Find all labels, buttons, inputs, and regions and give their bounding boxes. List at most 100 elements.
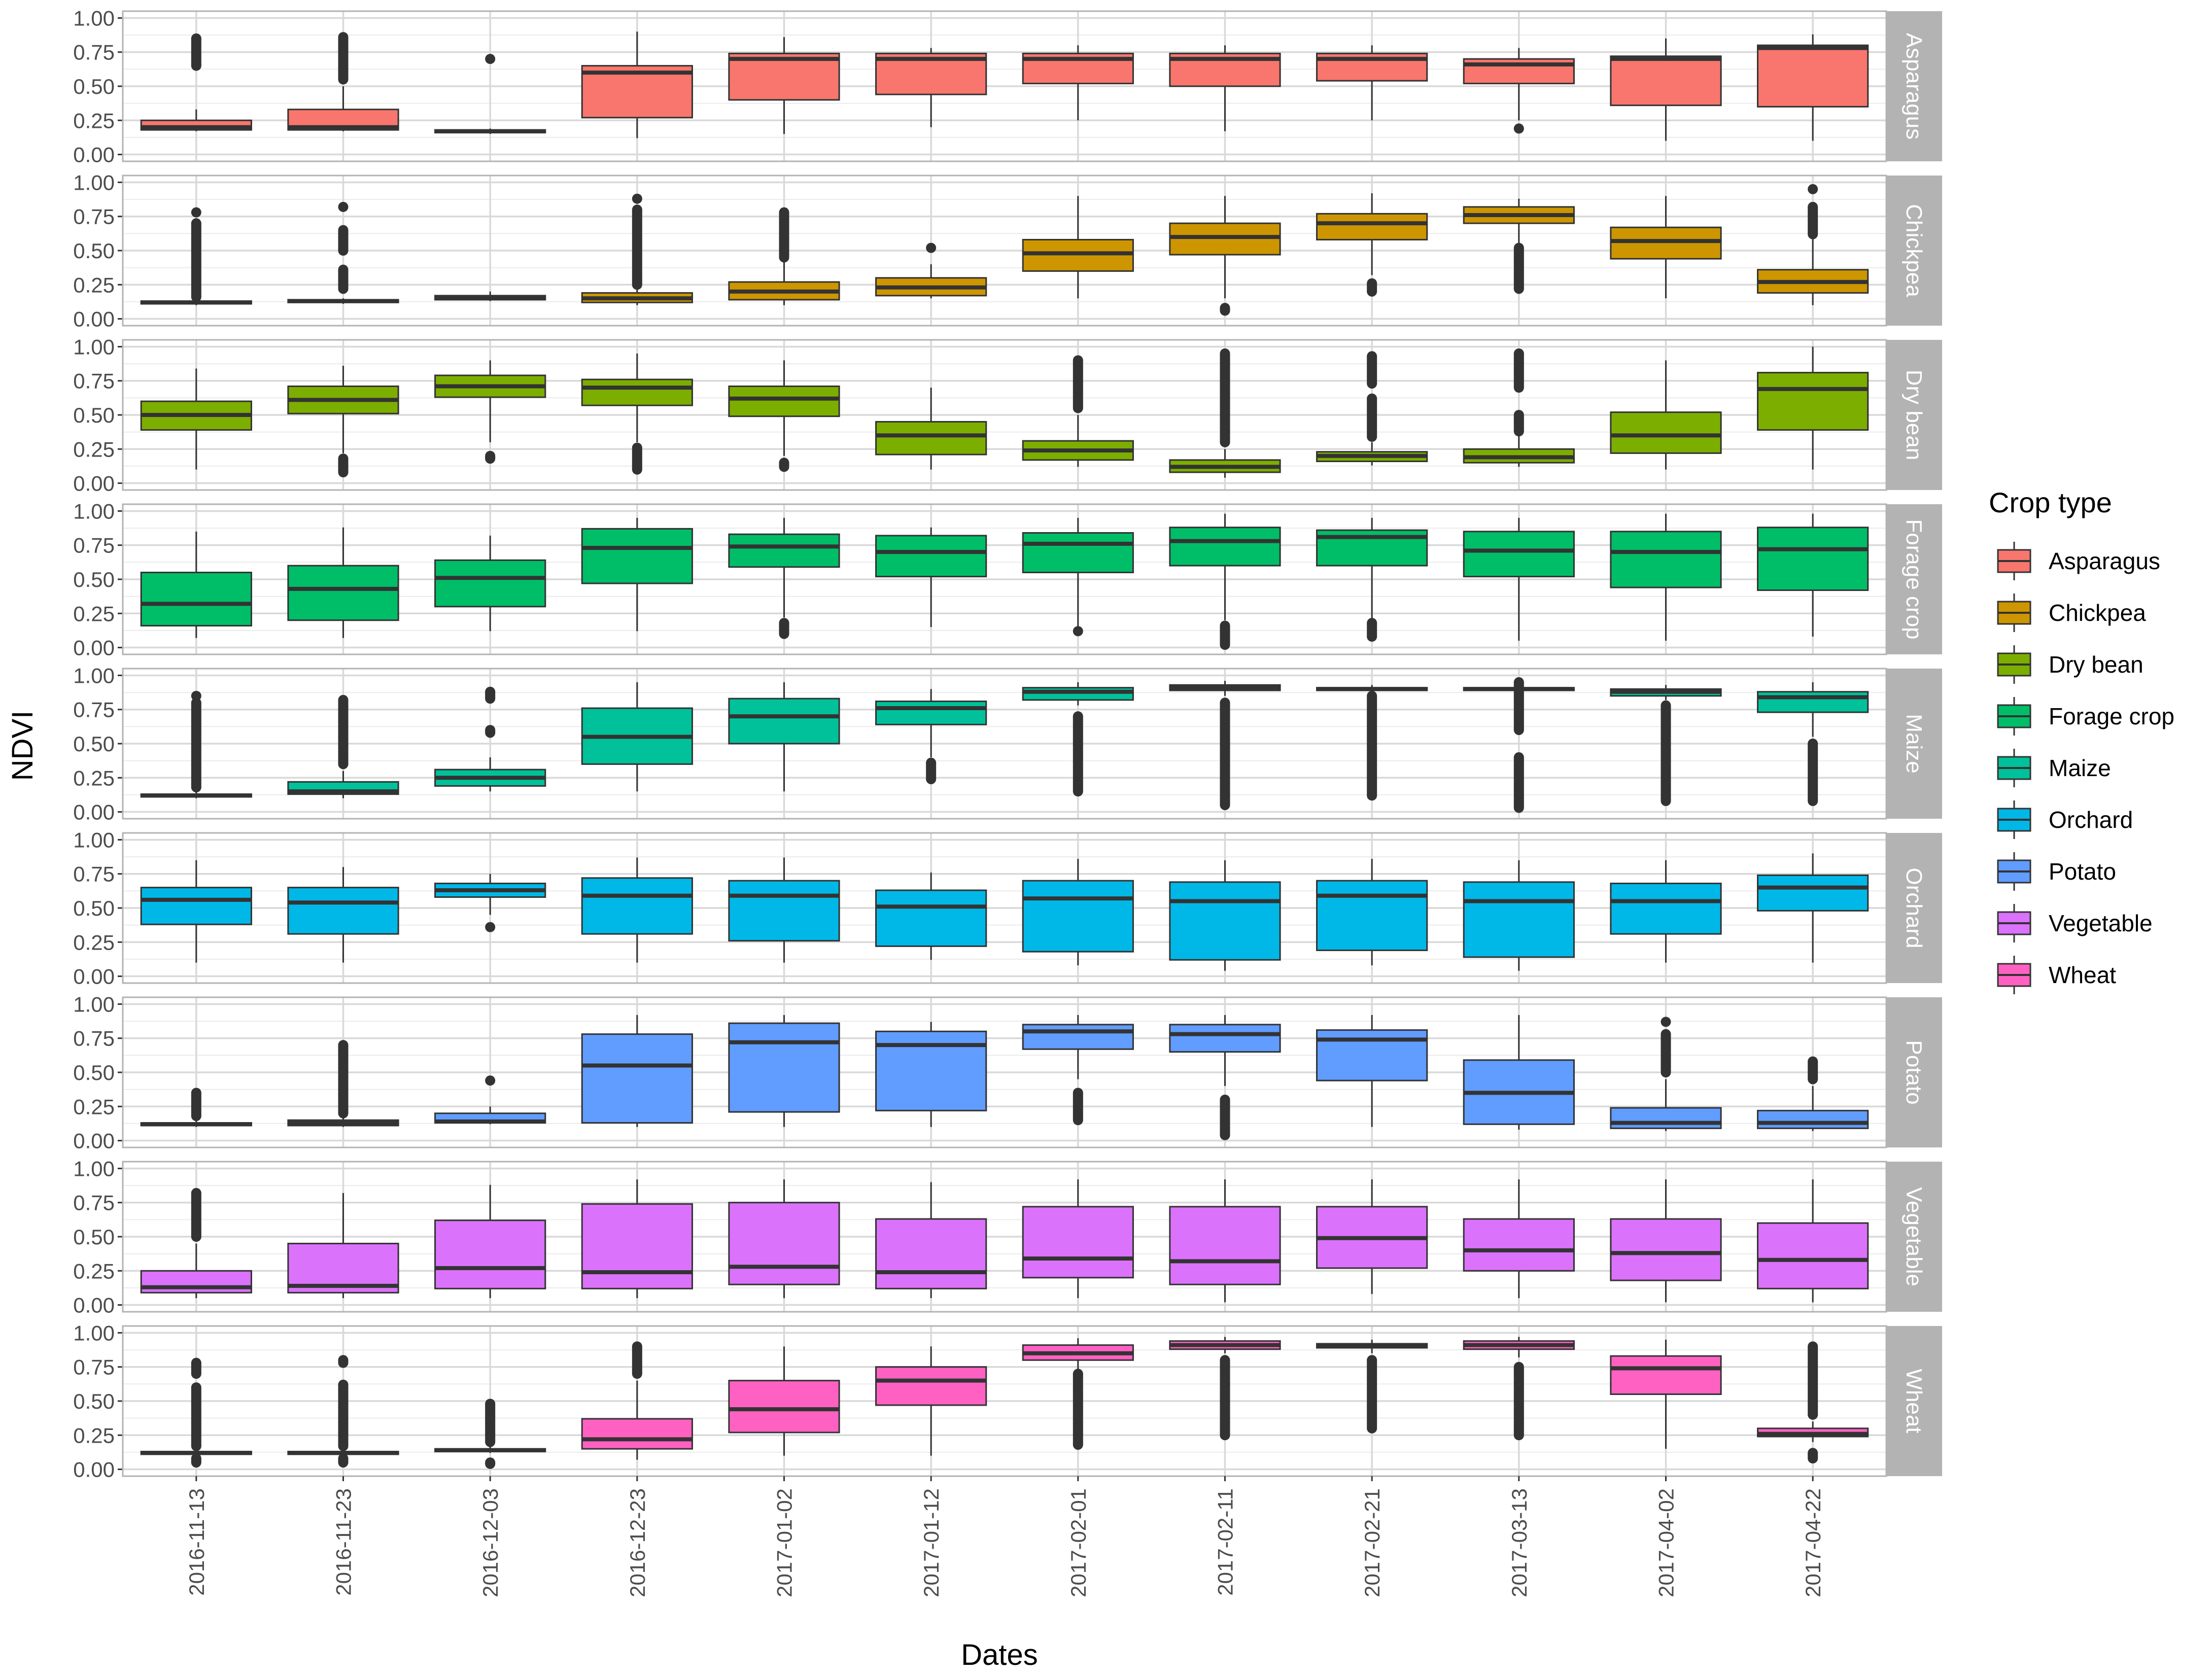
facet-strip <box>1886 669 1942 819</box>
outlier-point <box>338 32 349 43</box>
facet-panels: 0.000.250.500.751.00Asparagus0.000.250.5… <box>73 6 1942 1482</box>
box-iqr <box>1022 1206 1134 1279</box>
box-wheat-2017-04-22 <box>1757 1341 1869 1464</box>
box-iqr <box>434 1219 546 1289</box>
outlier-point <box>191 1453 201 1464</box>
box-forage-crop-2017-02-11 <box>1169 513 1281 650</box>
box-iqr <box>728 880 840 942</box>
outlier-point <box>1367 393 1377 404</box>
box-asparagus-2017-01-02 <box>728 37 840 134</box>
outlier-point <box>1073 711 1083 722</box>
box-iqr <box>287 565 399 621</box>
facet-strip <box>1886 833 1942 983</box>
box-iqr <box>1169 881 1281 961</box>
box-vegetable-2017-02-01 <box>1022 1179 1134 1299</box>
box-vegetable-2017-04-22 <box>1757 1179 1869 1303</box>
box-maize-2017-03-13 <box>1463 677 1575 813</box>
box-asparagus-2017-03-13 <box>1463 48 1575 134</box>
y-tick-label: 0.75 <box>73 862 115 886</box>
legend-item-vegetable: Vegetable <box>1997 904 2153 942</box>
box-chickpea-2017-02-01 <box>1022 196 1134 299</box>
box-potato-2017-04-02 <box>1610 1017 1722 1131</box>
box-dry-bean-2017-03-13 <box>1463 348 1575 467</box>
outlier-point <box>1513 752 1524 762</box>
x-tick-label: 2017-02-11 <box>1214 1488 1237 1596</box>
box-wheat-2016-11-13 <box>140 1357 252 1468</box>
outlier-point <box>632 193 642 204</box>
box-vegetable-2016-12-23 <box>581 1179 693 1299</box>
outlier-point <box>1073 355 1083 366</box>
box-iqr <box>1169 222 1281 256</box>
facet-strip-label: Vegetable <box>1902 1187 1926 1286</box>
box-iqr <box>1610 226 1722 260</box>
outlier-point <box>1220 1094 1230 1105</box>
y-tick-label: 0.00 <box>73 1129 115 1153</box>
y-tick-label: 0.50 <box>73 1061 115 1085</box>
outlier-point <box>338 1355 349 1366</box>
legend-label: Maize <box>2049 755 2111 781</box>
box-iqr <box>1757 874 1869 912</box>
x-tick-label: 2017-02-21 <box>1360 1488 1384 1597</box>
box-dry-bean-2017-02-21 <box>1316 351 1428 466</box>
legend-item-dry-bean: Dry bean <box>1997 645 2144 684</box>
box-iqr <box>1022 880 1134 953</box>
facet-strip <box>1886 11 1942 161</box>
box-iqr <box>1757 44 1869 108</box>
y-tick-label: 0.75 <box>73 534 115 557</box>
outlier-point <box>1513 348 1524 359</box>
box-iqr <box>875 421 987 456</box>
outlier-point <box>1220 303 1230 313</box>
y-tick-label: 0.50 <box>73 1389 115 1413</box>
box-iqr <box>1463 531 1575 578</box>
y-tick-label: 0.50 <box>73 403 115 427</box>
box-wheat-2017-02-11 <box>1169 1337 1281 1441</box>
outlier-point <box>632 442 642 453</box>
facet-strip-label: Asparagus <box>1902 33 1926 139</box>
box-iqr <box>140 572 252 626</box>
y-tick-label: 0.00 <box>73 800 115 824</box>
box-chickpea-2017-03-13 <box>1463 198 1575 294</box>
box-iqr <box>1463 881 1575 958</box>
box-forage-crop-2017-02-21 <box>1316 517 1428 642</box>
y-tick-label: 0.25 <box>73 1423 115 1447</box>
outlier-point <box>1808 201 1818 212</box>
facet-strip <box>1886 340 1942 490</box>
outlier-point <box>1513 410 1524 420</box>
facet-strip-label: Maize <box>1902 714 1926 773</box>
box-chickpea-2017-01-12 <box>875 242 987 299</box>
y-tick-label: 0.00 <box>73 1458 115 1482</box>
y-tick-label: 0.75 <box>73 1027 115 1051</box>
box-iqr <box>581 1033 693 1124</box>
outlier-point <box>191 1357 201 1368</box>
outlier-point <box>1367 618 1377 628</box>
box-chickpea-2017-04-22 <box>1757 184 1869 305</box>
box-wheat-2017-02-01 <box>1022 1338 1134 1450</box>
legend-label: Vegetable <box>2049 910 2153 936</box>
box-wheat-2016-12-23 <box>581 1341 693 1460</box>
box-iqr <box>581 1203 693 1289</box>
box-asparagus-2016-12-23 <box>581 31 693 138</box>
box-iqr <box>1610 883 1722 935</box>
outlier-point <box>1808 184 1818 194</box>
box-dry-bean-2016-12-03 <box>434 360 546 464</box>
legend-label: Asparagus <box>2049 548 2160 574</box>
box-vegetable-2017-02-11 <box>1169 1179 1281 1303</box>
box-vegetable-2017-01-02 <box>728 1179 840 1299</box>
outlier-point <box>338 1453 349 1464</box>
box-iqr <box>728 52 840 101</box>
box-chickpea-2016-11-13 <box>140 207 252 305</box>
box-iqr <box>1022 238 1134 272</box>
outlier-point <box>779 618 789 628</box>
outlier-point <box>191 218 201 229</box>
box-chickpea-2016-12-23 <box>581 193 693 305</box>
y-tick-label: 0.25 <box>73 1095 115 1119</box>
box-iqr <box>1610 531 1722 588</box>
facet-strip <box>1886 176 1942 326</box>
outlier-point <box>1073 626 1083 637</box>
outlier-point <box>1661 1029 1671 1039</box>
y-tick-label: 0.25 <box>73 930 115 954</box>
legend-item-forage-crop: Forage crop <box>1997 697 2174 736</box>
box-potato-2017-02-01 <box>1022 1015 1134 1126</box>
